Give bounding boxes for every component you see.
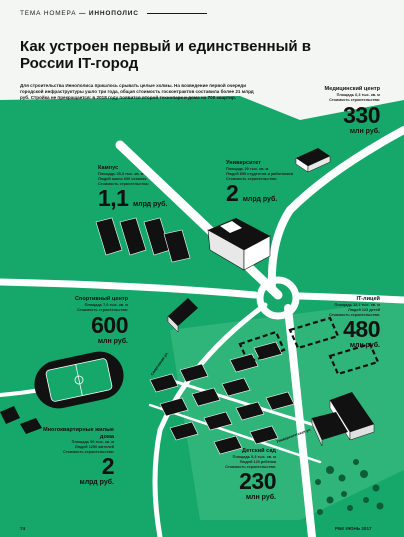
light-zone (170, 300, 404, 520)
lyceum-cost-label: Стоимость строительства: (329, 312, 380, 317)
medical-cost-label: Стоимость строительства: (329, 97, 380, 102)
housing-cost-label: Стоимость строительства: (63, 449, 114, 454)
kindergarten-cost-label: Стоимость строительства: (225, 464, 276, 469)
housing-unit: млрд руб. (79, 479, 114, 487)
medical-value: 330 (343, 101, 380, 128)
kindergarten-unit: млн руб. (245, 494, 276, 502)
university-value: 2 (226, 180, 239, 207)
lyceum-info: IT-лицей Площадь 12,1 тыс. кв. м Людей 1… (280, 296, 380, 350)
university-cost-label: Стоимость строительства: (226, 176, 277, 181)
medical-info: Медицинский центр Площадь 6,3 тыс. кв. м… (270, 86, 381, 136)
university-name: Университет (226, 160, 262, 166)
university-area: Площадь 29 тыс. кв. м (226, 167, 269, 171)
kindergarten-building (311, 412, 348, 447)
section-header: ТЕМА НОМЕРА — ИННОПОЛИС (20, 10, 207, 17)
trees (315, 459, 384, 515)
intro-text: Для строительства Иннополиса пришлось ср… (20, 83, 254, 100)
campus-people: Людей около 600 человек (98, 176, 147, 181)
page-title: Как устроен первый и единственный в Росс… (20, 38, 312, 72)
university-building (207, 218, 271, 271)
kindergarten-name: Детский сад (242, 448, 276, 454)
sport-info: Спортивный центр Площадь 7,6 тыс. кв. м … (40, 296, 129, 346)
section-dash: — (76, 10, 89, 17)
housing-value: 2 (101, 453, 115, 480)
lyceum-unit: млн руб. (349, 342, 380, 350)
kindergarten-people: Людей 123 ребенка (239, 459, 276, 464)
stadium (34, 351, 124, 409)
medical-area: Площадь 6,3 тыс. кв. м (336, 93, 380, 97)
campus-info: Кампус Площадь 25,3 тыс. кв. м Людей око… (98, 165, 208, 211)
campus-cost-label: Стоимость строительства: (98, 181, 149, 186)
sport-unit: млн руб. (97, 337, 128, 345)
housing-people: Людей 1250 жителей (74, 444, 114, 449)
campus-name: Кампус (98, 165, 119, 171)
sport-area: Площадь 7,6 тыс. кв. м (84, 303, 128, 307)
university-unit: млрд руб. (242, 196, 278, 204)
section-topic: ИННОПОЛИС (88, 10, 139, 17)
sport-cost-label: Стоимость строительства: (77, 307, 128, 312)
campus-buildings (95, 217, 191, 263)
kindergarten-info: Детский сад Площадь 5,3 тыс. кв. м Людей… (186, 448, 276, 502)
campus-area: Площадь 25,3 тыс. кв. м (98, 172, 144, 176)
header-rule (146, 12, 207, 14)
page-number: 74 (20, 526, 26, 531)
university-info: Университет Площадь 29 тыс. кв. м Людей … (226, 160, 346, 206)
roundabout (256, 276, 300, 320)
university-people: Людей 850 студентов и работников (226, 171, 293, 176)
medical-name: Медицинский центр (324, 86, 380, 92)
housing-area: Площадь 50 тыс. кв. м (71, 440, 114, 444)
kindergarten-value: 230 (239, 468, 276, 495)
sport-building (167, 298, 198, 333)
sport-value: 600 (91, 311, 128, 338)
medical-unit: млн руб. (349, 127, 380, 135)
sport-name: Спортивный центр (74, 296, 128, 302)
housing-blocks (149, 341, 295, 455)
kindergarten-area: Площадь 5,3 тыс. кв. м (232, 455, 276, 459)
lyceum-name: IT-лицей (356, 296, 380, 302)
housing-info: Многоквартирные жилые дома Площадь 50 ты… (28, 427, 115, 487)
small-structures (0, 406, 42, 434)
lyceum-people: Людей 123 детей (348, 307, 380, 312)
issue-label: РБК ИЮНЬ 2017 (335, 526, 372, 531)
lyceum-value: 480 (343, 316, 380, 343)
lyceum-area: Площадь 12,1 тыс. кв. м (334, 303, 381, 307)
planned-buildings (238, 316, 380, 376)
medical-building (295, 148, 331, 173)
housing-name: Многоквартирные жилые дома (42, 427, 114, 440)
campus-unit: млрд руб. (132, 201, 168, 209)
section-label: ТЕМА НОМЕРА (20, 10, 77, 17)
campus-value: 1,1 (98, 185, 129, 212)
